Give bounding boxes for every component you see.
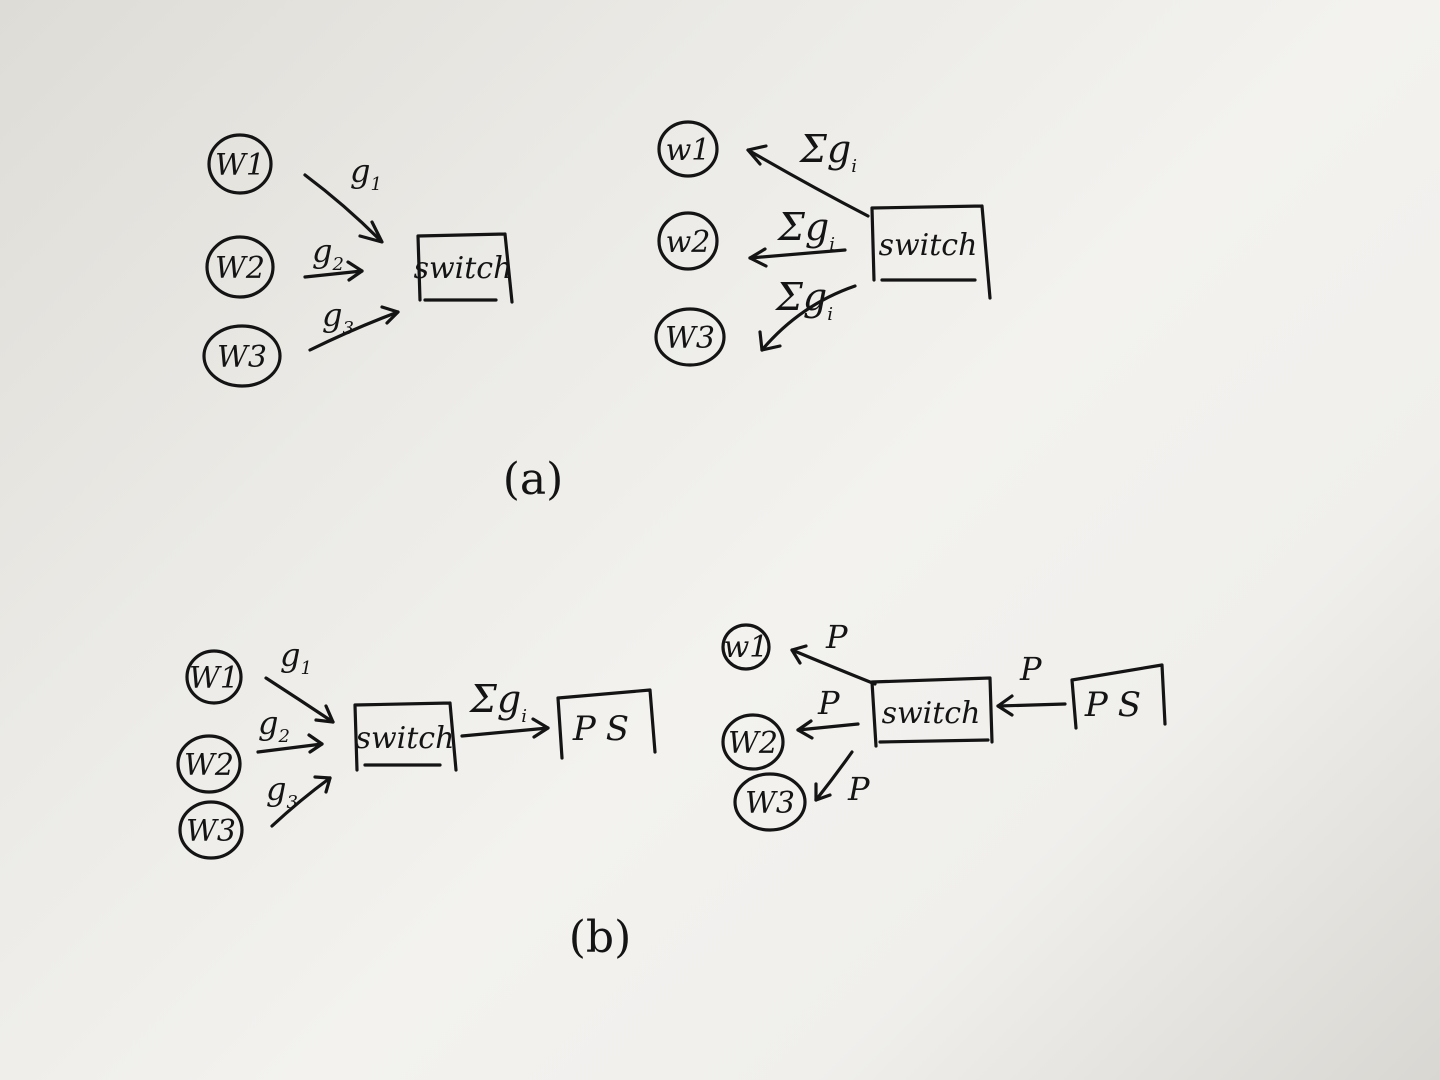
fig-a-right-switch: switch	[870, 204, 992, 300]
fig-a-left-switch-label: switch	[414, 251, 513, 286]
fig-b-left-worker-3-label: W3	[186, 814, 236, 849]
fig-a-right-worker-2: w2	[657, 211, 719, 271]
fig-b-left-worker-2-label: W2	[184, 748, 234, 783]
fig-a-right-worker-3: W3	[654, 307, 726, 367]
fig-b-right-label-3: P	[847, 770, 870, 808]
fig-a-left-worker-1-label: W1	[215, 148, 265, 183]
fig-b-right-arrow-ps	[996, 694, 1067, 717]
fig-b-left-arrow-3	[270, 775, 332, 828]
fig-b-left-ps-label: PS	[572, 709, 639, 749]
fig-b-right-arrow-2	[796, 719, 860, 740]
fig-b-left-switch-label: switch	[356, 721, 455, 756]
fig-b-left-label-3: g3	[266, 770, 298, 813]
fig-b-left-arrow-sum	[460, 717, 550, 739]
fig-b-right-worker-2: W2	[721, 713, 785, 771]
fig-a-left-arrow-1	[303, 173, 384, 244]
fig-b-right-switch-label: switch	[882, 696, 981, 731]
fig-b-right-arrow-3	[814, 750, 854, 802]
fig-b-left-arrow-1	[264, 676, 335, 724]
fig-b-right-switch: switch	[870, 676, 994, 748]
fig-a-left-worker-1: W1	[207, 133, 273, 195]
fig-b-left-label-sum: Σgi	[468, 677, 527, 727]
fig-a-left-label-1: g1	[350, 152, 382, 195]
fig-b-caption: (b)	[569, 912, 632, 963]
fig-b-right-worker-1-label: w1	[724, 630, 769, 665]
fig-b-right-worker-1: w1	[721, 623, 771, 671]
fig-b-right-label-ps: P	[1019, 650, 1042, 688]
fig-b-right-worker-3: W3	[733, 772, 807, 832]
fig-a-right-worker-1-label: w1	[666, 133, 711, 168]
fig-a-right-label-3: Σgi	[774, 275, 833, 325]
fig-b-right-worker-3-label: W3	[745, 786, 795, 821]
fig-a-right-arrow-2	[748, 247, 847, 268]
fig-b-right-worker-2-label: W2	[728, 726, 778, 761]
fig-a-left-worker-3: W3	[202, 324, 282, 388]
fig-a-left-switch: switch	[414, 232, 514, 304]
fig-a-left-worker-3-label: W3	[217, 340, 267, 375]
fig-b-right-ps-label: PS	[1084, 685, 1151, 725]
fig-a-left-arrow-2	[303, 260, 364, 282]
fig-a-right-worker-1: w1	[657, 120, 719, 178]
fig-a-left-arrow-3	[308, 305, 400, 352]
fig-a-right-label-1: Σgi	[798, 127, 857, 177]
fig-a-right-switch-label: switch	[879, 228, 978, 263]
fig-b-left-label-1: g1	[280, 636, 312, 679]
fig-a-left-gather: W1 W2 W3 switch g1 g2 g3	[202, 133, 514, 388]
fig-a-right-arrow-3	[758, 284, 857, 352]
fig-b-left-arrow-2	[256, 733, 324, 754]
fig-b-left-worker-1-label: W1	[189, 661, 239, 696]
fig-b-right-pull: w1 W2 W3 switch PS P P	[721, 618, 1167, 832]
fig-b-right-label-2: P	[817, 684, 840, 722]
fig-b-left-label-2: g2	[258, 704, 290, 747]
fig-a-right-worker-3-label: W3	[665, 321, 715, 356]
fig-b-left-worker-1: W1	[185, 649, 243, 705]
fig-a-right-label-2: Σgi	[776, 205, 835, 255]
fig-b-left-worker-3: W3	[178, 800, 244, 860]
fig-b-left-worker-2: W2	[176, 734, 242, 794]
fig-a-right-broadcast: w1 w2 W3 switch Σgi Σgi	[654, 120, 992, 367]
fig-b-left-ps: PS	[556, 688, 657, 760]
fig-a-left-worker-2: W2	[205, 235, 275, 299]
fig-b-right-label-1: P	[825, 618, 848, 656]
fig-b-left-switch: switch	[353, 701, 458, 772]
fig-a-right-arrow-1	[746, 144, 870, 218]
fig-a-left-label-2: g2	[312, 232, 344, 275]
fig-a-right-worker-2-label: w2	[666, 225, 711, 260]
fig-b-left-push: W1 W2 W3 switch PS g1 g2	[176, 636, 657, 860]
fig-b-right-ps: PS	[1070, 663, 1167, 730]
fig-a-left-worker-2-label: W2	[215, 251, 265, 286]
fig-b-right-arrow-1	[790, 644, 877, 686]
fig-a-caption: (a)	[503, 454, 564, 505]
fig-a-left-label-3: g3	[322, 296, 354, 339]
